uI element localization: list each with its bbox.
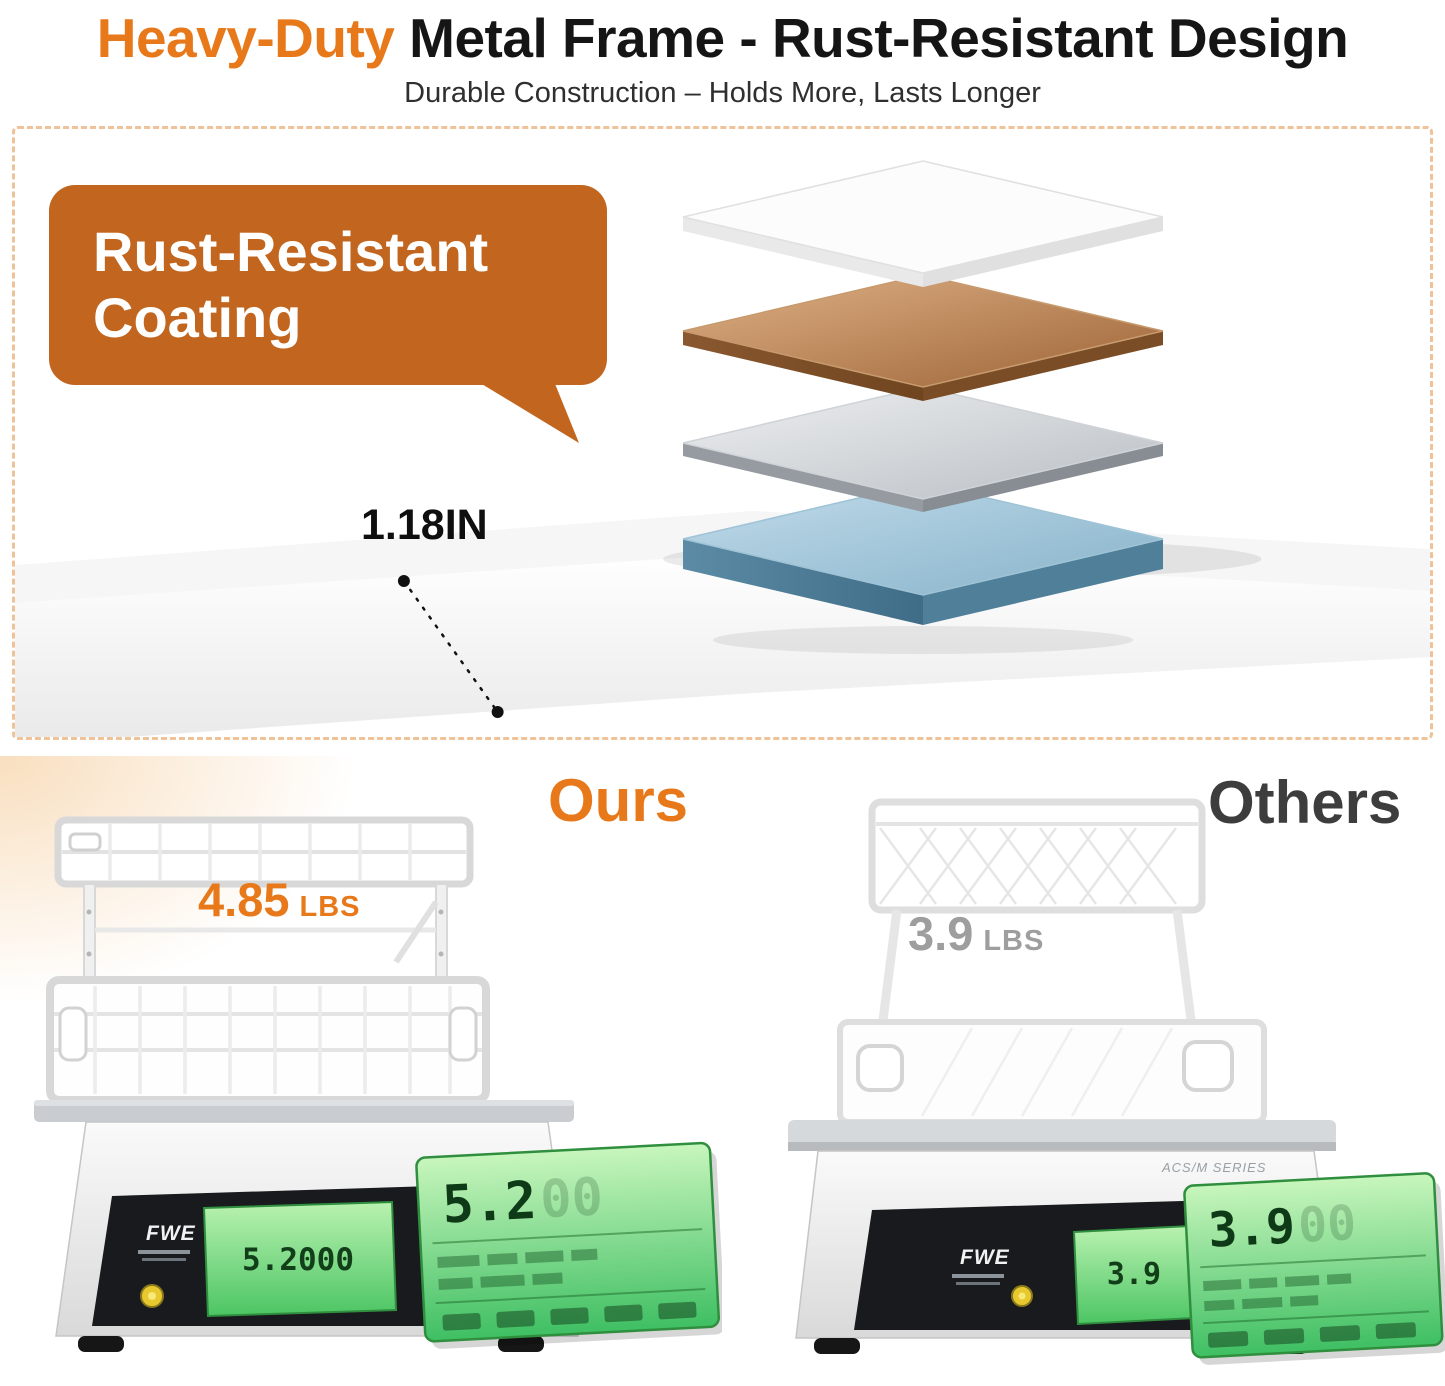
ours-lcd-value: 5.2000 <box>242 1242 354 1278</box>
others-rack <box>837 798 1267 1125</box>
ours-basket-handle-left <box>58 1006 88 1062</box>
measure-dot-top <box>397 574 410 587</box>
ours-weight-unit: LBS <box>299 890 361 923</box>
coating-callout-label: Rust-Resistant Coating <box>93 219 489 349</box>
others-basket-mesh <box>878 827 1178 905</box>
others-scale-foot-left <box>814 1337 860 1354</box>
ours-power-button <box>140 1283 164 1308</box>
others-lcd-button-row <box>1207 1321 1417 1348</box>
page-title: Heavy-Duty Metal Frame - Rust-Resistant … <box>0 7 1445 69</box>
others-lcd-zoom-value: 3.9 <box>1207 1198 1297 1258</box>
title-highlight: Heavy-Duty <box>96 7 395 69</box>
ours-weight: 4.85 LBS <box>198 872 360 927</box>
ours-scale-brand: FWE <box>146 1222 196 1245</box>
others-bottom-tray <box>837 1018 1267 1125</box>
others-top-basket <box>868 798 1206 914</box>
coating-callout-bubble: Rust-Resistant Coating <box>49 184 607 443</box>
bronze-coating-layer <box>682 273 1164 401</box>
ours-product-illustration: FWE 5.2000 <box>34 816 722 1352</box>
others-scale-brand: FWE <box>960 1246 1010 1269</box>
blue-layer-shadow <box>713 625 1133 654</box>
ours-panel: FWE 5.2000 <box>0 756 722 1384</box>
ours-lcd-button-row <box>442 1301 697 1331</box>
ours-lcd-zoom-value: 5.2 <box>441 1171 538 1236</box>
others-lcd-info-rows <box>1203 1273 1352 1311</box>
others-power-button <box>1011 1284 1033 1307</box>
coating-section: Rust-Resistant Coating 1.18IN <box>12 125 1433 740</box>
exploded-layers-illustration <box>682 159 1164 654</box>
ours-rack-bottom-basket <box>46 975 490 1104</box>
ours-lcd-zoom-panel: 5.2 00 <box>415 1141 722 1349</box>
ours-label: Ours <box>548 766 689 834</box>
ours-lcd-ghost-digits: 00 <box>539 1167 605 1230</box>
blue-coated-layer <box>682 481 1164 625</box>
others-weight-value: 3.9 <box>908 906 974 960</box>
comparison-section: FWE 5.2000 <box>0 755 1445 1384</box>
beam-front-face <box>15 552 1430 737</box>
bubble-tail-icon <box>457 368 579 443</box>
steel-layer <box>682 385 1164 512</box>
others-lcd-value: 3.9 <box>1107 1257 1161 1292</box>
others-scale-series: ACS/M SERIES <box>1161 1160 1266 1175</box>
others-label: Others <box>1208 768 1402 836</box>
header: Heavy-Duty Metal Frame - Rust-Resistant … <box>0 0 1445 110</box>
ours-rack-top-shelf <box>54 816 474 888</box>
others-rack-frame <box>877 909 1197 1029</box>
measure-dot-bottom <box>491 705 504 718</box>
others-lcd-screen: 3.9 <box>1072 1224 1196 1325</box>
ours-lcd-screen: 5.2000 <box>202 1200 398 1317</box>
others-product-illustration: ACS/M SERIES FWE 3.9 <box>788 798 1445 1365</box>
thickness-measure-line <box>397 574 504 718</box>
ours-top-handle-cutout <box>68 832 102 852</box>
thickness-label: 1.18IN <box>361 500 488 549</box>
others-tray-handle-left <box>856 1043 904 1092</box>
ours-scale-foot-right <box>498 1335 544 1352</box>
others-lcd-ghost-digits: 00 <box>1297 1195 1358 1254</box>
others-panel: ACS/M SERIES FWE 3.9 <box>722 756 1445 1384</box>
ours-scale-foot-left <box>78 1335 124 1352</box>
ours-rack <box>46 816 490 1104</box>
ours-basket-handle-right <box>448 1006 478 1062</box>
ours-weight-value: 4.85 <box>198 872 290 926</box>
white-top-layer <box>682 159 1164 287</box>
title-rest: Metal Frame - Rust-Resistant Design <box>394 7 1349 69</box>
ours-lcd-info-rows <box>437 1248 598 1290</box>
subtitle: Durable Construction – Holds More, Lasts… <box>404 76 1041 109</box>
others-scale-platform <box>788 1119 1336 1146</box>
others-weight-unit: LBS <box>983 924 1045 957</box>
others-weight: 3.9 LBS <box>908 906 1044 961</box>
others-lcd-zoom-panel: 3.9 00 <box>1183 1171 1445 1365</box>
others-tray-handle-right <box>1182 1039 1234 1092</box>
